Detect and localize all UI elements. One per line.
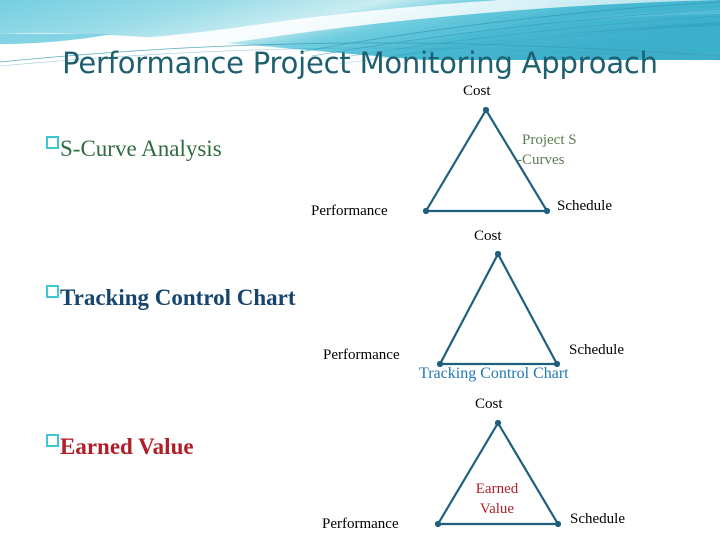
- bullet-label: Earned Value: [60, 434, 194, 459]
- annotation-project-s-curves-line1: Project S: [522, 132, 577, 148]
- triangle-label-cost: Cost: [474, 228, 502, 244]
- triangle-label-schedule: Schedule: [570, 511, 625, 527]
- triangle-label-performance: Performance: [322, 516, 399, 532]
- bullet-item-s-curve-analysis[interactable]: S-Curve Analysis: [46, 136, 222, 162]
- vertex-dot-schedule: [554, 520, 562, 528]
- triangle-label-cost: Cost: [463, 83, 491, 99]
- annotation-tracking-control-chart: Tracking Control Chart: [419, 365, 569, 382]
- annotation-project-s-curves-line2: -Curves: [517, 152, 565, 168]
- vertex-dot-schedule: [553, 360, 561, 368]
- triangle-outline: [436, 420, 560, 526]
- vertex-dot-performance: [422, 207, 430, 215]
- vertex-dot-performance: [436, 360, 444, 368]
- triangle-label-performance: Performance: [323, 347, 400, 363]
- triangle-diagram-s-curve: Cost Performance Schedule Project S -Cur…: [0, 0, 720, 230]
- vertex-dot-performance: [434, 520, 442, 528]
- triangle-label-cost: Cost: [475, 396, 503, 412]
- triangle-outline: [424, 107, 549, 213]
- triangle-diagram-tracking-control-chart: Cost Performance Schedule Tracking Contr…: [323, 228, 624, 382]
- square-bullet-icon: [46, 434, 59, 447]
- square-bullet-icon: [46, 136, 59, 149]
- square-bullet-icon: [46, 285, 59, 298]
- page-title: Performance Project Monitoring Approach: [62, 46, 658, 80]
- vertex-dot-schedule: [543, 207, 551, 215]
- vertex-dot-cost: [494, 419, 502, 427]
- triangle-label-schedule: Schedule: [557, 198, 612, 214]
- bullet-item-earned-value[interactable]: Earned Value: [46, 434, 194, 460]
- triangle-label-schedule: Schedule: [569, 342, 624, 358]
- triangle-outline: [438, 251, 559, 366]
- annotation-earned-value-line2: Value: [479, 501, 515, 517]
- bullet-label: S-Curve Analysis: [60, 136, 222, 161]
- bullet-item-tracking-control-chart[interactable]: Tracking Control Chart: [46, 285, 296, 311]
- vertex-dot-cost: [482, 106, 490, 114]
- triangle-label-performance: Performance: [311, 203, 388, 219]
- vertex-dot-cost: [494, 250, 502, 258]
- bullet-label: Tracking Control Chart: [60, 285, 296, 310]
- annotation-earned-value-line1: Earned: [475, 481, 519, 497]
